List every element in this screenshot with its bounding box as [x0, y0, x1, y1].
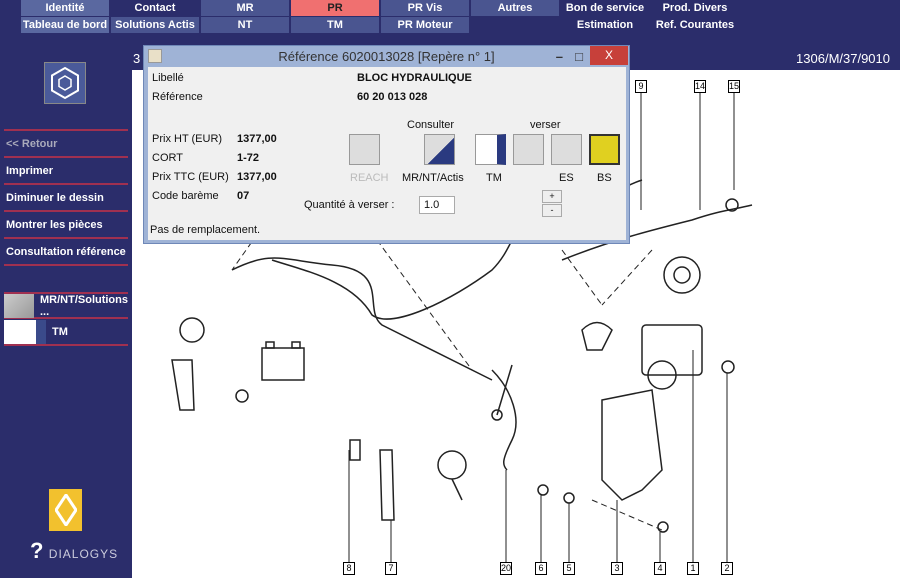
tm-label: TM [486, 172, 502, 184]
bareme-label: Code barème [152, 190, 219, 202]
nav-ref-courantes[interactable]: Ref. Courantes [651, 17, 739, 33]
prix-ttc-value: 1377,00 [237, 171, 277, 183]
diagram-drawing [171, 92, 753, 562]
nav-identite[interactable]: Identité [21, 0, 109, 16]
libelle-value: BLOC HYDRAULIQUE [357, 72, 472, 84]
nav-tm[interactable]: TM [291, 17, 379, 33]
consultation-reference-link[interactable]: Consultation référence [4, 237, 128, 264]
nav-contact[interactable]: Contact [111, 0, 199, 16]
qty-plus-button[interactable]: + [542, 190, 562, 203]
renault-logo [49, 489, 82, 531]
callout-2[interactable]: 2 [721, 562, 733, 575]
nav-pr-vis[interactable]: PR Vis [381, 0, 469, 16]
maximize-button[interactable]: □ [575, 49, 583, 64]
divider [4, 264, 128, 266]
java-icon [148, 49, 162, 63]
callout-4[interactable]: 4 [654, 562, 666, 575]
es-button[interactable] [551, 134, 582, 165]
dialog-title: Référence 6020013028 [Repère n° 1] [278, 49, 495, 64]
quantity-input[interactable]: 1.0 [419, 196, 455, 214]
bs-button[interactable] [589, 134, 620, 165]
mr-nt-actis-button[interactable] [424, 134, 455, 165]
nav-pr[interactable]: PR [291, 0, 379, 16]
strip-left: 3 [133, 51, 141, 66]
callout-14[interactable]: 14 [694, 80, 706, 93]
mr-nt-actis-label: MR/NT/Actis [402, 172, 464, 184]
retour-link[interactable]: << Retour [4, 129, 128, 156]
reference-label: Référence [152, 91, 203, 103]
prix-ht-label: Prix HT (EUR) [152, 133, 223, 145]
tool-tm[interactable]: TM [4, 319, 128, 346]
close-button[interactable]: X [590, 46, 628, 65]
prix-ht-value: 1377,00 [237, 133, 277, 145]
sidebar: << Retour Imprimer Diminuer le dessin Mo… [0, 0, 132, 578]
libelle-label: Libellé [152, 72, 184, 84]
consulter-heading: Consulter [407, 119, 455, 131]
imprimer-link[interactable]: Imprimer [4, 156, 128, 183]
tool-mr-nt-label: MR/NT/Solutions ... [40, 293, 128, 318]
callout-9[interactable]: 9 [635, 80, 647, 93]
qty-label: Quantité à verser : [304, 199, 395, 211]
es-label: ES [559, 172, 574, 184]
nav-prod-divers[interactable]: Prod. Divers [651, 0, 739, 16]
bareme-value: 07 [237, 190, 250, 202]
nav-mr[interactable]: MR [201, 0, 289, 16]
diminuer-dessin-link[interactable]: Diminuer le dessin [4, 183, 128, 210]
callout-1[interactable]: 1 [687, 562, 699, 575]
nav-pr-moteur[interactable]: PR Moteur [381, 17, 469, 33]
clock-icon [4, 319, 46, 344]
qty-minus-button[interactable]: - [542, 204, 562, 217]
nav-estimation[interactable]: Estimation [561, 17, 649, 33]
reference-value: 60 20 013 028 [357, 91, 428, 103]
callout-15[interactable]: 15 [728, 80, 740, 93]
montrer-pieces-link[interactable]: Montrer les pièces [4, 210, 128, 237]
nav-autres[interactable]: Autres [471, 0, 559, 16]
nav-empty [471, 17, 559, 33]
dialogys-brand: ? DIALOGYS [30, 538, 119, 563]
dialog-body: Libellé BLOC HYDRAULIQUE Référence 60 20… [148, 67, 626, 240]
title-strip: 3 1306/M/37/9010 [132, 46, 900, 70]
tool-tm-label: TM [52, 325, 68, 338]
reference-dialog: Référence 6020013028 [Repère n° 1] – □ X… [143, 45, 630, 244]
sidebar-menu: << Retour Imprimer Diminuer le dessin Mo… [4, 129, 128, 266]
dialog-titlebar[interactable]: Référence 6020013028 [Repère n° 1] – □ X [144, 46, 629, 67]
callout-20[interactable]: 20 [500, 562, 512, 575]
bs-label: BS [597, 172, 612, 184]
cort-label: CORT [152, 152, 183, 164]
top-nav: Identité Contact MR PR PR Vis Autres Bon… [21, 0, 739, 33]
nav-bon-de-service[interactable]: Bon de service [561, 0, 649, 16]
callout-7[interactable]: 7 [385, 562, 397, 575]
cort-value: 1-72 [237, 152, 260, 164]
nut-icon[interactable] [44, 62, 86, 104]
wrench-icon [4, 293, 34, 318]
verser-disabled-button[interactable] [513, 134, 544, 165]
nav-tableau-de-bord[interactable]: Tableau de bord [21, 17, 109, 33]
vehicle-code: 1306/M/37/9010 [796, 51, 890, 66]
reach-button[interactable] [349, 134, 380, 165]
callout-3[interactable]: 3 [611, 562, 623, 575]
tm-verser-button[interactable] [475, 134, 506, 165]
callout-5[interactable]: 5 [563, 562, 575, 575]
status-text: Pas de remplacement. [150, 224, 261, 236]
callout-8[interactable]: 8 [343, 562, 355, 575]
nav-solutions-actis[interactable]: Solutions Actis [111, 17, 199, 33]
callout-6[interactable]: 6 [535, 562, 547, 575]
minimize-button[interactable]: – [555, 49, 563, 64]
tool-mr-nt[interactable]: MR/NT/Solutions ... [4, 292, 128, 319]
nav-nt[interactable]: NT [201, 17, 289, 33]
reach-label: REACH [350, 172, 389, 184]
verser-heading: verser [530, 119, 561, 131]
prix-ttc-label: Prix TTC (EUR) [152, 171, 229, 183]
